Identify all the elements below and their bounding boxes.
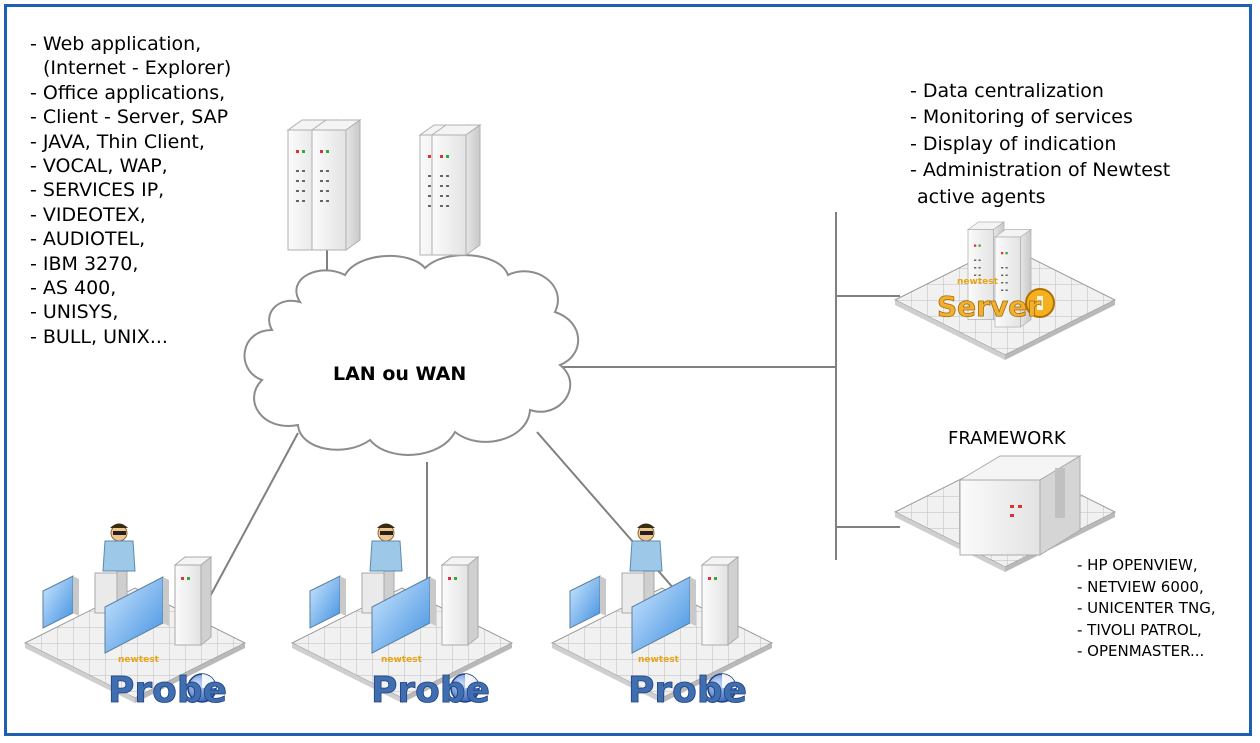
list-item: (Internet - Explorer) — [43, 57, 232, 80]
list-item: - OPENMASTER... — [1077, 642, 1205, 660]
framework-label: FRAMEWORK — [948, 428, 1066, 449]
list-item: - Client - Server, SAP — [30, 106, 229, 129]
probe-logo-3: newtest Probe — [628, 655, 748, 711]
list-item: - AS 400, — [30, 277, 117, 300]
list-item: - HP OPENVIEW, — [1077, 556, 1198, 574]
list-item: active agents — [917, 185, 1046, 208]
probe-logo-small: newtest — [118, 655, 160, 665]
server-logo: newtest Server — [937, 277, 1042, 323]
list-item: - TIVOLI PATROL, — [1077, 620, 1202, 639]
probe-logo-text: Probe — [371, 670, 490, 711]
list-item: - Data centralization — [910, 80, 1104, 102]
list-item: - Monitoring of services — [910, 106, 1133, 129]
diagram-frame — [4, 4, 1252, 736]
list-item: - VOCAL, WAP, — [30, 155, 168, 178]
list-item: - AUDIOTEL, — [30, 228, 146, 251]
server-logo-text: Server — [937, 290, 1041, 323]
list-item: - IBM 3270, — [30, 252, 139, 275]
list-item: - NETVIEW 6000, — [1077, 577, 1204, 596]
list-item: - Display of indication — [910, 132, 1117, 155]
probe-logo-text: Probe — [108, 670, 227, 711]
newtest-server-node — [894, 221, 1116, 361]
server-logo-small: newtest — [957, 277, 999, 287]
list-item: - Web application, — [30, 33, 202, 55]
probe-logo-1: newtest Probe — [108, 655, 228, 711]
supported-applications-list: - Web application, (Internet - Explorer)… — [30, 32, 231, 349]
list-item: - Office applications, — [30, 81, 226, 104]
list-item: - VIDEOTEX, — [30, 203, 146, 226]
probe-logo-2: newtest Probe — [371, 655, 491, 711]
server-features-list: - Data centralization - Monitoring of se… — [910, 78, 1170, 210]
list-item: - Administration of Newtest — [910, 159, 1171, 182]
probe-logo-text: Probe — [628, 670, 747, 711]
framework-node — [894, 455, 1116, 573]
list-item: - UNISYS, — [30, 301, 119, 324]
list-item: - UNICENTER TNG, — [1077, 599, 1216, 617]
server-tower-1 — [287, 119, 361, 251]
list-item: - SERVICES IP, — [30, 179, 165, 202]
probe-logo-small: newtest — [381, 655, 423, 665]
cloud-label: LAN ou WAN — [333, 363, 467, 385]
probe-logo-small: newtest — [638, 655, 680, 665]
framework-tools-list: - HP OPENVIEW, - NETVIEW 6000, - UNICENT… — [1077, 555, 1216, 663]
list-item: - BULL, UNIX... — [30, 325, 168, 348]
link-probe-1 — [199, 432, 299, 616]
cloud — [243, 254, 580, 456]
server-tower-2 — [419, 124, 481, 256]
list-item: - JAVA, Thin Client, — [30, 130, 205, 153]
